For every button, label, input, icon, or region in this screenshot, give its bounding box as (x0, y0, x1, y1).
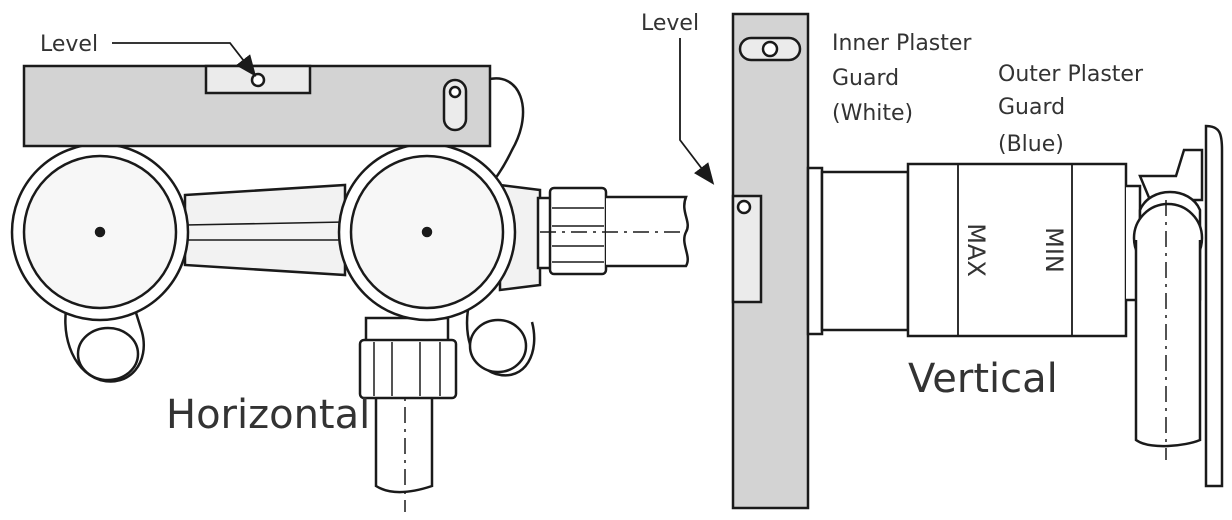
inner-guard-label: Inner Plaster Guard (White) (832, 31, 972, 126)
vertical-view (731, 12, 1224, 510)
outer-plaster-guard (906, 162, 1128, 338)
min-marking: MIN (1040, 227, 1068, 273)
outer-guard-label: Outer Plaster Guard (Blue) (998, 62, 1144, 157)
mounting-flange (806, 166, 824, 336)
inner-guard-label-line2: Guard (832, 66, 899, 91)
vertical-title: Vertical (908, 356, 1058, 402)
max-marking: MAX (962, 223, 990, 277)
vertical-level-bar (731, 12, 810, 510)
inner-plaster-guard (820, 170, 910, 332)
left-dial (10, 142, 190, 322)
inner-guard-label-line1: Inner Plaster (832, 31, 972, 56)
outer-guard-label-line1: Outer Plaster (998, 62, 1144, 87)
level-label-right: Level (641, 11, 699, 36)
side-outlet-pipe (540, 195, 689, 268)
inner-guard-label-line3: (White) (832, 101, 913, 126)
vertical-handle-assembly (1126, 124, 1224, 488)
bottom-right-handle (465, 299, 536, 377)
level-callout-right: Level (641, 11, 715, 185)
horizontal-level-bar (22, 64, 492, 148)
outer-guard-label-line2: Guard (998, 95, 1065, 120)
outer-guard-label-line3: (Blue) (998, 132, 1064, 157)
right-dial (337, 142, 517, 322)
lower-outlet-pipe (374, 345, 434, 512)
valve-body-bridge (183, 183, 347, 277)
horizontal-title: Horizontal (166, 392, 370, 438)
level-callout-left: Level (40, 32, 257, 77)
side-fitting-nut (536, 186, 608, 276)
horizontal-view (10, 64, 689, 512)
lower-fitting-nut (358, 316, 458, 400)
bottom-left-handle (64, 299, 145, 383)
level-label-left: Level (40, 32, 98, 57)
